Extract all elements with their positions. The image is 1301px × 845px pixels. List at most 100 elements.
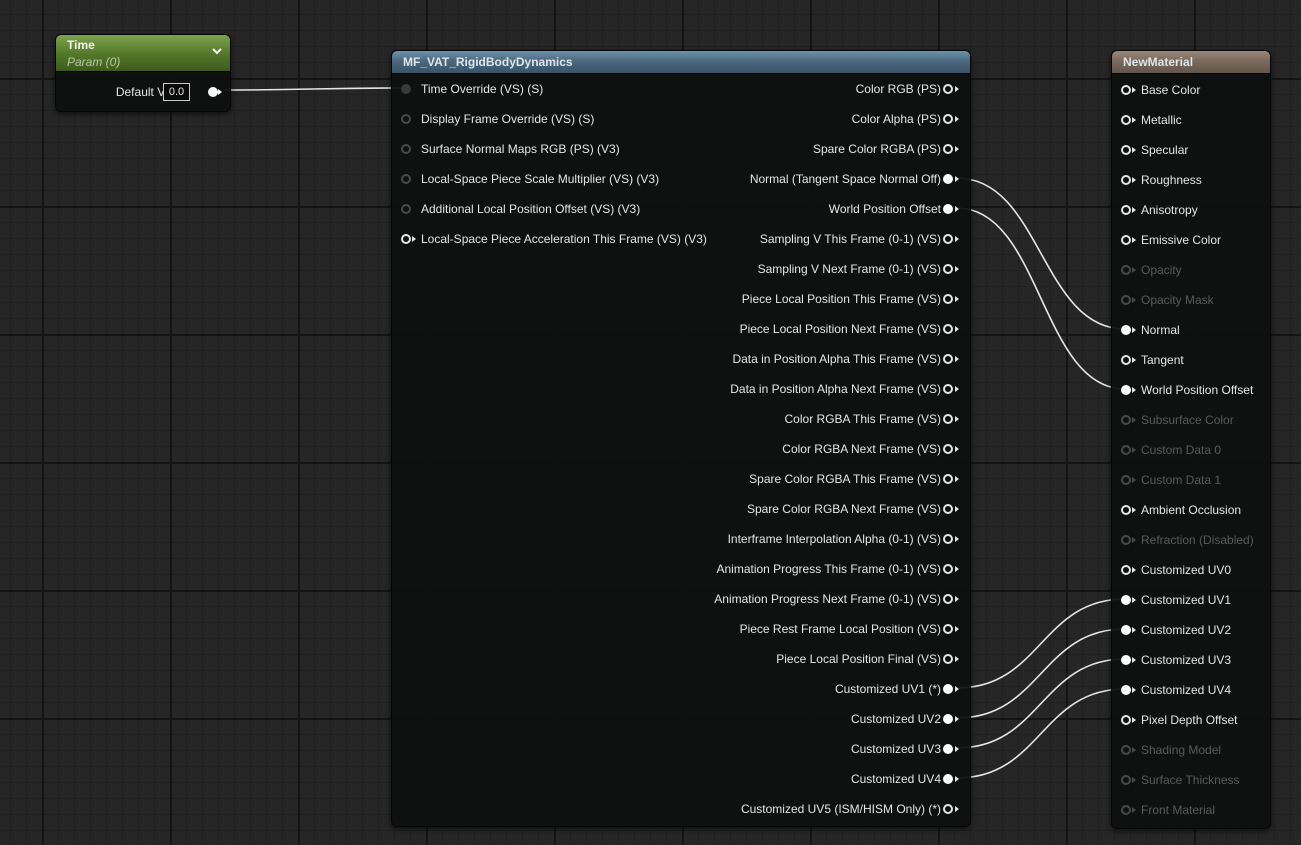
- output-pin[interactable]: [943, 444, 953, 454]
- input-pin[interactable]: [1121, 685, 1131, 695]
- output-pin[interactable]: [943, 294, 953, 304]
- function-node-mf-vat-rigidbodydynamics[interactable]: MF_VAT_RigidBodyDynamics Time Override (…: [391, 50, 971, 827]
- output-pin[interactable]: [943, 204, 953, 214]
- material-input-row[interactable]: Pixel Depth Offset: [1112, 711, 1238, 729]
- input-pin[interactable]: [1121, 595, 1131, 605]
- material-input-row[interactable]: World Position Offset: [1112, 381, 1253, 399]
- function-output-row[interactable]: Customized UV3: [851, 740, 970, 758]
- wire-output-to-material[interactable]: [956, 628, 1126, 719]
- material-input-row[interactable]: Customized UV4: [1112, 681, 1231, 699]
- output-pin[interactable]: [943, 174, 953, 184]
- output-pin[interactable]: [943, 774, 953, 784]
- input-pin[interactable]: [1121, 745, 1131, 755]
- material-input-row[interactable]: Normal: [1112, 321, 1180, 339]
- output-pin[interactable]: [943, 654, 953, 664]
- material-input-row[interactable]: Anisotropy: [1112, 201, 1198, 219]
- default-value-field[interactable]: 0.0: [163, 83, 190, 101]
- input-pin[interactable]: [1121, 115, 1131, 125]
- input-pin[interactable]: [401, 144, 411, 154]
- function-output-row[interactable]: Interframe Interpolation Alpha (0-1) (VS…: [728, 530, 970, 548]
- function-input-row[interactable]: Surface Normal Maps RGB (PS) (V3): [392, 140, 620, 158]
- output-pin[interactable]: [943, 354, 953, 364]
- material-input-row[interactable]: Specular: [1112, 141, 1188, 159]
- input-pin[interactable]: [1121, 445, 1131, 455]
- function-input-row[interactable]: Display Frame Override (VS) (S): [392, 110, 594, 128]
- function-output-row[interactable]: Spare Color RGBA Next Frame (VS): [747, 500, 970, 518]
- material-input-row[interactable]: Customized UV3: [1112, 651, 1231, 669]
- input-pin[interactable]: [1121, 235, 1131, 245]
- material-input-row[interactable]: Shading Model: [1112, 741, 1221, 759]
- function-output-row[interactable]: Color RGBA Next Frame (VS): [782, 440, 970, 458]
- output-pin[interactable]: [943, 534, 953, 544]
- function-output-row[interactable]: Piece Local Position Final (VS): [776, 650, 970, 668]
- input-pin[interactable]: [1121, 175, 1131, 185]
- output-pin[interactable]: [943, 324, 953, 334]
- input-pin[interactable]: [1121, 325, 1131, 335]
- function-output-row[interactable]: Spare Color RGBA (PS): [813, 140, 970, 158]
- input-pin[interactable]: [1121, 565, 1131, 575]
- input-pin[interactable]: [1121, 355, 1131, 365]
- material-input-row[interactable]: Customized UV1: [1112, 591, 1231, 609]
- wire-output-to-material[interactable]: [956, 207, 1126, 390]
- output-pin[interactable]: [943, 84, 953, 94]
- wire-output-to-material[interactable]: [956, 658, 1126, 749]
- input-pin[interactable]: [1121, 805, 1131, 815]
- output-pin[interactable]: [943, 264, 953, 274]
- time-node-header[interactable]: Time Param (0): [56, 35, 230, 72]
- output-pin[interactable]: [943, 474, 953, 484]
- wire-output-to-material[interactable]: [956, 688, 1126, 779]
- wire-time-to-time-override[interactable]: [223, 87, 402, 91]
- function-output-row[interactable]: Customized UV5 (ISM/HISM Only) (*): [741, 800, 970, 818]
- material-node-header[interactable]: NewMaterial: [1112, 51, 1270, 74]
- input-pin[interactable]: [401, 174, 411, 184]
- input-pin[interactable]: [1121, 85, 1131, 95]
- input-pin[interactable]: [401, 114, 411, 124]
- output-pin[interactable]: [943, 804, 953, 814]
- function-output-row[interactable]: Customized UV4: [851, 770, 970, 788]
- input-pin[interactable]: [1121, 655, 1131, 665]
- input-pin[interactable]: [401, 84, 411, 94]
- function-output-row[interactable]: Color Alpha (PS): [852, 110, 970, 128]
- output-pin[interactable]: [943, 234, 953, 244]
- material-input-row[interactable]: Opacity Mask: [1112, 291, 1214, 309]
- material-input-row[interactable]: Opacity: [1112, 261, 1182, 279]
- output-pin[interactable]: [943, 594, 953, 604]
- function-output-row[interactable]: Animation Progress Next Frame (0-1) (VS): [714, 590, 970, 608]
- material-input-row[interactable]: Ambient Occlusion: [1112, 501, 1241, 519]
- function-output-row[interactable]: Sampling V This Frame (0-1) (VS): [760, 230, 970, 248]
- function-output-row[interactable]: Normal (Tangent Space Normal Off): [750, 170, 970, 188]
- function-output-row[interactable]: Data in Position Alpha This Frame (VS): [732, 350, 970, 368]
- input-pin[interactable]: [1121, 715, 1131, 725]
- function-input-row[interactable]: Local-Space Piece Scale Multiplier (VS) …: [392, 170, 659, 188]
- wire-output-to-material[interactable]: [956, 598, 1126, 689]
- material-input-row[interactable]: Metallic: [1112, 111, 1182, 129]
- function-output-row[interactable]: Piece Local Position Next Frame (VS): [740, 320, 970, 338]
- output-pin[interactable]: [943, 714, 953, 724]
- material-input-row[interactable]: Emissive Color: [1112, 231, 1221, 249]
- function-output-row[interactable]: Sampling V Next Frame (0-1) (VS): [758, 260, 970, 278]
- material-input-row[interactable]: Roughness: [1112, 171, 1202, 189]
- output-pin[interactable]: [943, 504, 953, 514]
- material-input-row[interactable]: Custom Data 1: [1112, 471, 1221, 489]
- output-pin[interactable]: [943, 624, 953, 634]
- material-input-row[interactable]: Tangent: [1112, 351, 1184, 369]
- function-output-row[interactable]: Animation Progress This Frame (0-1) (VS): [716, 560, 970, 578]
- output-pin[interactable]: [943, 564, 953, 574]
- time-output-pin[interactable]: [208, 85, 222, 104]
- material-input-row[interactable]: Customized UV2: [1112, 621, 1231, 639]
- output-pin[interactable]: [943, 414, 953, 424]
- wire-output-to-material[interactable]: [956, 177, 1126, 330]
- function-output-row[interactable]: Spare Color RGBA This Frame (VS): [749, 470, 970, 488]
- function-input-row[interactable]: Local-Space Piece Acceleration This Fram…: [392, 230, 707, 248]
- output-pin[interactable]: [943, 684, 953, 694]
- input-pin[interactable]: [1121, 505, 1131, 515]
- output-pin[interactable]: [943, 144, 953, 154]
- input-pin[interactable]: [1121, 625, 1131, 635]
- function-output-row[interactable]: Color RGBA This Frame (VS): [785, 410, 970, 428]
- input-pin[interactable]: [1121, 145, 1131, 155]
- input-pin[interactable]: [401, 204, 411, 214]
- material-input-row[interactable]: Custom Data 0: [1112, 441, 1221, 459]
- input-pin[interactable]: [1121, 535, 1131, 545]
- function-output-row[interactable]: Customized UV2: [851, 710, 970, 728]
- input-pin[interactable]: [1121, 265, 1131, 275]
